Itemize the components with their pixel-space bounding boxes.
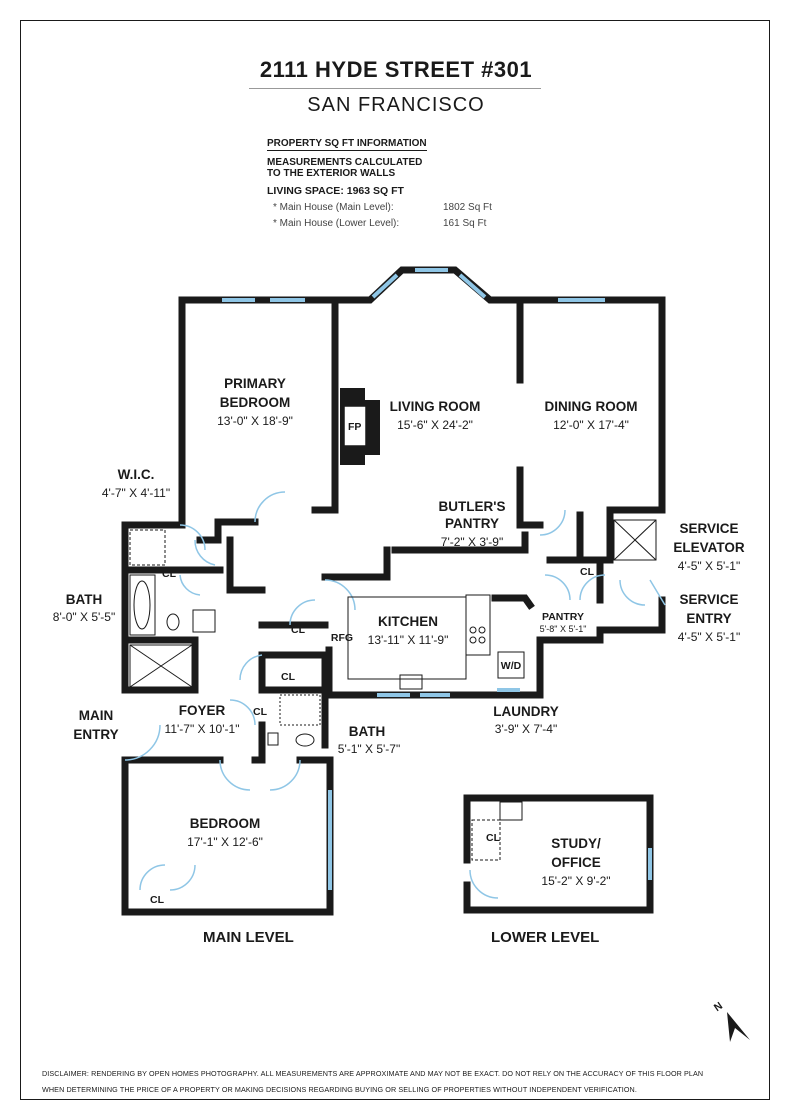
sqft-heading: PROPERTY SQ FT INFORMATION — [267, 138, 427, 151]
main-entry-label-2: ENTRY — [73, 727, 118, 742]
room-study-name-1: STUDY/ — [551, 836, 601, 851]
room-living-room-dim: 15'-6" X 24'-2" — [397, 418, 473, 432]
room-service-elevator-name-1: SERVICE — [679, 521, 738, 536]
room-bath-main-name: BATH — [66, 592, 103, 607]
room-laundry-dim: 3'-9" X 7'-4" — [495, 722, 557, 736]
closet-label: CL — [253, 706, 268, 718]
closet-label: CL — [580, 566, 595, 578]
room-butlers-pantry-dim: 7'-2" X 3'-9" — [441, 535, 503, 549]
compass-north-label: N — [712, 1000, 725, 1014]
main-entry-label-1: MAIN — [79, 708, 114, 723]
sqft-note: MEASUREMENTS CALCULATED TO THE EXTERIOR … — [267, 157, 467, 179]
room-study-name-2: OFFICE — [551, 855, 601, 870]
room-service-elevator-name-2: ELEVATOR — [673, 540, 745, 555]
living-space-total: LIVING SPACE: 1963 SQ FT — [267, 185, 404, 197]
room-butlers-pantry-name-2: PANTRY — [445, 516, 499, 531]
room-service-entry-name-2: ENTRY — [686, 611, 731, 626]
sqft-note-line2: TO THE EXTERIOR WALLS — [267, 168, 396, 179]
room-dining-room-dim: 12'-0" X 17'-4" — [553, 418, 629, 432]
fireplace: FP — [340, 388, 380, 465]
closet-label: CL — [162, 568, 177, 580]
room-bath-2-dim: 5'-1" X 5'-7" — [338, 742, 400, 756]
room-wic-name: W.I.C. — [118, 467, 155, 482]
disclaimer: DISCLAIMER: RENDERING BY OPEN HOMES PHOT… — [42, 1066, 762, 1098]
property-city: SAN FRANCISCO — [307, 94, 485, 116]
fixtures — [129, 519, 657, 861]
room-wic-dim: 4'-7" X 4'-11" — [102, 486, 170, 500]
room-primary-bedroom-dim: 13'-0" X 18'-9" — [217, 414, 293, 428]
room-primary-bedroom-name-1: PRIMARY — [224, 376, 286, 391]
fireplace-label: FP — [348, 421, 361, 433]
page-frame — [20, 20, 770, 1100]
windows — [222, 268, 652, 890]
washer-dryer-label: W/D — [501, 660, 522, 672]
sqft-item-value: 161 Sq Ft — [443, 218, 487, 229]
room-study-dim: 15'-2" X 9'-2" — [541, 874, 610, 888]
closet-label: CL — [291, 624, 306, 636]
closet-label: CL — [281, 671, 296, 683]
doors — [124, 491, 666, 899]
room-dining-room-name: DINING ROOM — [545, 399, 638, 414]
sqft-item-value: 1802 Sq Ft — [443, 202, 492, 213]
room-bedroom-dim: 17'-1" X 12'-6" — [187, 835, 263, 849]
room-foyer-name: FOYER — [179, 703, 226, 718]
title-divider — [249, 88, 541, 89]
room-bath-2-name: BATH — [349, 724, 386, 739]
room-service-entry-name-1: SERVICE — [679, 592, 738, 607]
sqft-item-main-level: * Main House (Main Level): 1802 Sq Ft — [273, 202, 492, 213]
room-kitchen-dim: 13'-11" X 11'-9" — [368, 633, 449, 647]
disclaimer-line1: DISCLAIMER: RENDERING BY OPEN HOMES PHOT… — [42, 1069, 704, 1078]
main-level-label: MAIN LEVEL — [203, 929, 294, 946]
closet-label: CL — [150, 894, 165, 906]
closet-label: CL — [486, 832, 501, 844]
disclaimer-line2: WHEN DETERMINING THE PRICE OF A PROPERTY… — [42, 1085, 637, 1094]
room-pantry-name: PANTRY — [542, 611, 584, 623]
room-foyer-dim: 11'-7" X 10'-1" — [165, 722, 240, 736]
refrigerator-label: RFG — [331, 632, 353, 644]
room-service-elevator-dim: 4'-5" X 5'-1" — [678, 559, 740, 573]
room-pantry-dim: 5'-8" X 5'-1" — [540, 624, 587, 634]
room-laundry-name: LAUNDRY — [493, 704, 559, 719]
sqft-item-lower-level: * Main House (Lower Level): 161 Sq Ft — [273, 218, 486, 229]
room-service-entry-dim: 4'-5" X 5'-1" — [678, 630, 740, 644]
room-butlers-pantry-name-1: BUTLER'S — [439, 499, 506, 514]
room-bedroom-name: BEDROOM — [190, 816, 261, 831]
walls — [121, 266, 666, 916]
sqft-item-label: * Main House (Main Level): — [273, 202, 394, 213]
compass-icon: N — [712, 1000, 750, 1042]
room-living-room-name: LIVING ROOM — [390, 399, 481, 414]
sqft-item-label: * Main House (Lower Level): — [273, 218, 400, 229]
sqft-note-line1: MEASUREMENTS CALCULATED — [267, 157, 423, 168]
room-kitchen-name: KITCHEN — [378, 614, 438, 629]
property-address: 2111 HYDE STREET #301 — [259, 57, 533, 82]
room-primary-bedroom-name-2: BEDROOM — [220, 395, 291, 410]
room-bath-main-dim: 8'-0" X 5'-5" — [53, 610, 115, 624]
lower-level-label: LOWER LEVEL — [491, 929, 600, 946]
